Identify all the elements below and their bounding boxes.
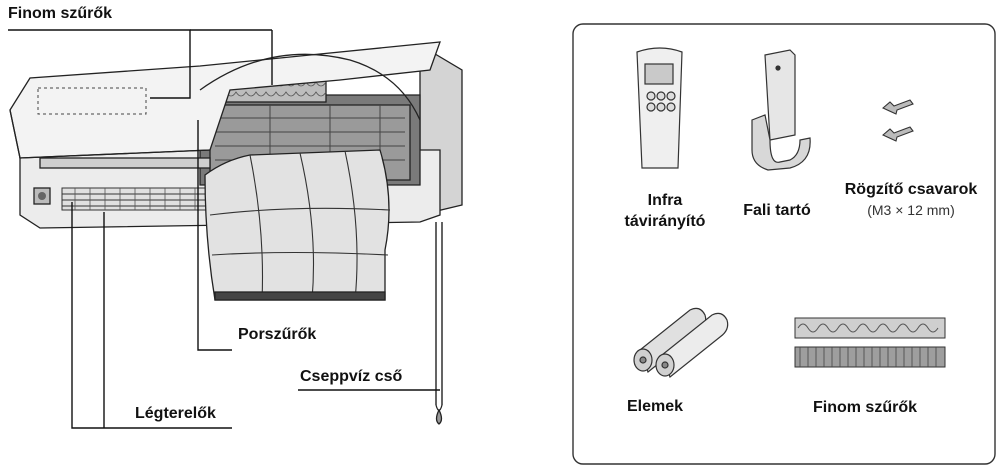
remote-control-caption: Infra távirányító	[605, 190, 725, 232]
louvers-label: Légterelők	[135, 405, 216, 422]
callout-lines	[8, 29, 440, 429]
screws-label: Rögzítő csavarok	[844, 181, 978, 198]
fine-filter-label: Finom szűrők	[8, 5, 113, 22]
screws-caption: Rögzítő csavarok (M3 × 12 mm)	[826, 179, 996, 220]
remote-control-icon	[636, 47, 683, 169]
ac-unit-illustration	[9, 41, 463, 425]
dust-filter-label: Porszűrők	[238, 326, 317, 343]
wall-holder-caption: Fali tartó	[722, 200, 832, 221]
drain-pipe-label: Cseppvíz cső	[300, 368, 403, 385]
screws-icon	[881, 99, 914, 142]
screws-spec: (M3 × 12 mm)	[867, 202, 955, 218]
fine-filters-label: Finom szűrők	[812, 399, 917, 416]
fine-filters-caption: Finom szűrők	[790, 397, 940, 418]
fine-filters-icon	[794, 317, 946, 368]
batteries-caption: Elemek	[600, 396, 710, 417]
remote-line2: távirányító	[624, 213, 706, 230]
wall-holder-label: Fali tartó	[743, 202, 811, 219]
wall-holder-icon	[751, 49, 811, 171]
batteries-label: Elemek	[626, 398, 684, 415]
batteries-icon	[633, 307, 729, 378]
remote-line1: Infra	[647, 192, 683, 209]
